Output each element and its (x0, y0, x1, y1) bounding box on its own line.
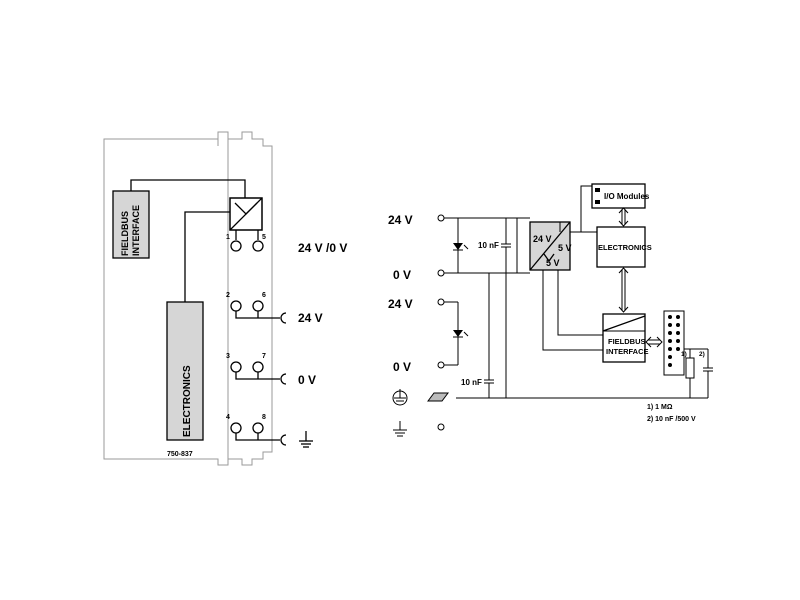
ground-symbol-right-icon (393, 421, 407, 437)
supply-label-24v-0v: 24 V /0 V (298, 241, 347, 255)
capacitor-500v-icon (703, 367, 713, 372)
converter-out-label-1: 5 V (558, 243, 572, 253)
terminal-8-icon (252, 422, 264, 434)
din-rail-icon (427, 392, 449, 402)
terminal-6-icon (252, 300, 264, 312)
terminal-number-6: 6 (262, 292, 266, 299)
part-number: 750-837 (167, 451, 193, 458)
row3-label-0v: 0 V (298, 373, 316, 387)
terminal-row4-wire (235, 433, 280, 441)
resistor-icon (685, 357, 695, 379)
plug-24v-icon (280, 312, 287, 324)
electronics-fieldbus-arrow-icon (618, 267, 629, 313)
fieldbus-label-line1: FIELDBUS (120, 211, 130, 256)
terminal-number-5: 5 (262, 234, 266, 241)
protective-earth-icon (392, 389, 408, 406)
fieldbus-label-line2: INTERFACE (131, 205, 141, 256)
terminal-number-3: 3 (226, 353, 230, 360)
terminal-number-7: 7 (262, 353, 266, 360)
input-terminal-0v-top (437, 269, 445, 277)
terminal-number-8: 8 (262, 414, 266, 421)
footnote-2: 2) 10 nF /500 V (647, 416, 696, 423)
dc-converter-icon (229, 197, 263, 231)
fieldbus-link-line (130, 179, 246, 198)
electronics-label: ELECTRONICS (182, 365, 193, 437)
converter-in-label: 24 V (533, 234, 552, 244)
terminal-number-4: 4 (226, 414, 230, 421)
terminal-4-icon (230, 422, 242, 434)
input-0v-bottom-label: 0 V (393, 360, 411, 374)
plug-ground-icon (280, 434, 287, 446)
fieldbus-block-label-2: INTERFACE (606, 347, 649, 356)
module-housing (103, 131, 273, 466)
row2-label-24v: 24 V (298, 311, 323, 325)
input-terminal-24v-top (437, 214, 445, 222)
input-terminal-24v-bottom (437, 298, 445, 306)
capacitor-mark: 2) (699, 351, 705, 358)
converter-out-label-2: 5 V (546, 258, 560, 268)
led-diode-top-icon (453, 243, 469, 251)
fieldbus-interface-block (602, 313, 646, 363)
electronics-block (596, 226, 646, 268)
led-diode-bottom-icon (453, 330, 469, 338)
io-electronics-arrow-icon (618, 207, 629, 227)
terminal-1-icon (230, 240, 242, 252)
input-0v-top-label: 0 V (393, 268, 411, 282)
terminal-7-icon (252, 361, 264, 373)
converter-block-icon (529, 221, 571, 271)
input-24v-bottom-label: 24 V (388, 297, 413, 311)
plug-0v-icon (280, 373, 287, 385)
fieldbus-connector-icon (663, 310, 685, 376)
resistor-mark: 1) (681, 351, 687, 358)
terminal-row2-wire (235, 311, 280, 319)
cap-label-2: 10 nF (461, 378, 482, 387)
terminal-number-1: 1 (226, 234, 230, 241)
terminal-5-icon (252, 240, 264, 252)
electronics-link-line (184, 211, 230, 302)
footnote-1: 1) 1 MΩ (647, 404, 673, 411)
input-terminal-0v-bottom (437, 361, 445, 369)
fieldbus-block-label-1: FIELDBUS (608, 337, 646, 346)
input-24v-top-label: 24 V (388, 213, 413, 227)
input-terminal-ground (437, 423, 445, 431)
electronics-block-label: ELECTRONICS (598, 243, 652, 252)
terminal-2-icon (230, 300, 242, 312)
terminal-number-2: 2 (226, 292, 230, 299)
terminal-row3-wire (235, 372, 280, 380)
fieldbus-interface-box (112, 190, 150, 259)
io-modules-box (591, 183, 646, 209)
cap-label-1: 10 nF (478, 241, 499, 250)
ground-icon (299, 431, 313, 448)
fieldbus-connector-arrow-icon (645, 336, 663, 348)
terminal-3-icon (230, 361, 242, 373)
io-modules-label: I/O Modules (604, 192, 650, 201)
